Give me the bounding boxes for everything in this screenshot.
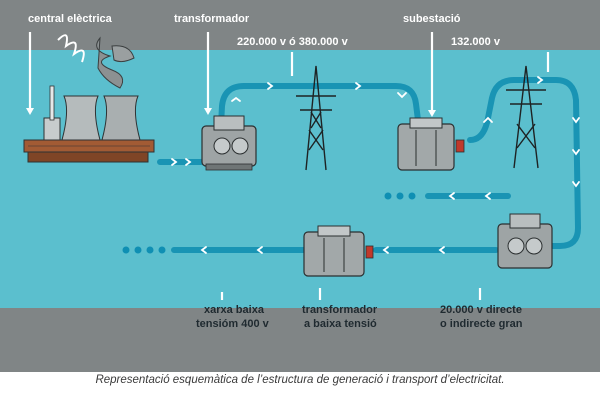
label-low-network-1: xarxa baixa <box>204 304 265 316</box>
label-low-transformer-2: a baixa tensió <box>304 318 377 330</box>
power-transmission-diagram: central elèctrica transformador 220.000 … <box>0 0 600 372</box>
continuation-dots-lower <box>122 246 166 254</box>
label-voltage-132: 132.000 v <box>451 36 501 48</box>
label-voltage-high: 220.000 v ó 380.000 v <box>237 36 349 48</box>
distribution-transformer-icon <box>497 213 553 269</box>
label-low-network-2: tensióm 400 v <box>196 318 270 330</box>
substation-transformer-icon <box>397 117 465 171</box>
bottom-gray-band <box>0 308 600 372</box>
power-plant-icon <box>23 34 155 163</box>
high-voltage-pylon-icon <box>296 65 336 171</box>
label-direct-2: o indirecte gran <box>440 318 523 330</box>
label-pointers <box>28 32 550 300</box>
low-voltage-transformer-icon <box>303 225 374 277</box>
label-low-transformer-1: transformador <box>302 304 378 316</box>
label-transformer: transformador <box>174 13 250 25</box>
figure-caption: Representació esquemàtica de l’estructur… <box>95 374 505 386</box>
transformer-icon <box>201 115 257 171</box>
label-power-plant: central elèctrica <box>28 13 113 25</box>
pointer-arrowheads <box>26 108 436 117</box>
flow-arrows <box>171 76 580 254</box>
continuation-dots-upper <box>384 192 416 200</box>
transmission-pylon-icon <box>506 65 546 169</box>
label-direct-1: 20.000 v directe <box>440 304 522 316</box>
label-substation: subestació <box>403 13 461 25</box>
